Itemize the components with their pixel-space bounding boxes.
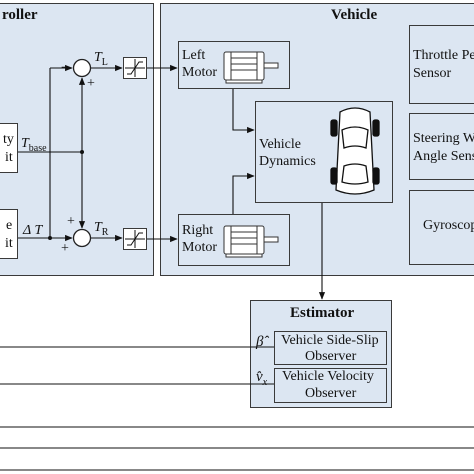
steering-sensor-line1: Steering W [413, 131, 474, 146]
left-motor-line2: Motor [182, 65, 217, 80]
controller-top-block [0, 123, 18, 173]
vehicle-dynamics-line2: Dynamics [259, 154, 316, 169]
saturation-icon-right [125, 230, 145, 248]
t-left-label: TL [94, 50, 108, 68]
vx-symbol: v̂x [256, 369, 268, 388]
steering-sensor-line2: Angle Sens [413, 149, 474, 164]
controller-top-block-line1: ty [3, 132, 14, 147]
velocity-observer-block [274, 368, 387, 403]
sign-top-minus: − [61, 60, 70, 76]
side-slip-observer-line2: Observer [305, 349, 357, 364]
sign-bottom-plus-left: + [61, 241, 69, 256]
sign-top-plus: + [87, 76, 95, 91]
delta-t-label: Δ T [23, 223, 43, 238]
estimator-title: Estimator [290, 305, 355, 321]
controller-bottom-block-line1: e [6, 218, 13, 233]
right-motor-line1: Right [182, 223, 214, 238]
throttle-sensor-line1: Throttle Pe [413, 48, 474, 63]
velocity-observer-line2: Observer [305, 386, 357, 401]
beta-symbol: β̂ [256, 334, 264, 350]
sign-bottom-plus-top: + [67, 214, 75, 229]
motor-icon-left [223, 51, 279, 84]
saturation-icon-left [125, 59, 145, 77]
controller-bottom-block [0, 209, 18, 259]
car-icon [330, 107, 380, 195]
steering-sensor-block [409, 113, 474, 180]
vehicle-dynamics-line1: Vehicle [259, 137, 301, 152]
t-base-label: Tbase [21, 136, 47, 154]
side-slip-observer-line1: Vehicle Side-Slip [281, 333, 379, 348]
right-motor-line2: Motor [182, 240, 217, 255]
throttle-sensor-block [409, 25, 474, 104]
controller-title: roller [2, 7, 38, 23]
vehicle-title: Vehicle [331, 7, 378, 23]
motor-icon-right [223, 225, 279, 258]
summing-junction-left [72, 58, 92, 78]
throttle-sensor-line2: Sensor [413, 66, 452, 81]
left-motor-line1: Left [182, 48, 206, 63]
summing-junction-right [72, 228, 92, 248]
gyroscope-label: Gyroscop [423, 218, 474, 233]
controller-top-block-line2: it [5, 150, 13, 165]
gyroscope-block [409, 190, 474, 265]
t-right-label: TR [94, 220, 109, 238]
velocity-observer-line1: Vehicle Velocity [282, 369, 374, 384]
controller-bottom-block-line2: it [5, 236, 13, 251]
side-slip-observer-block [274, 331, 387, 365]
